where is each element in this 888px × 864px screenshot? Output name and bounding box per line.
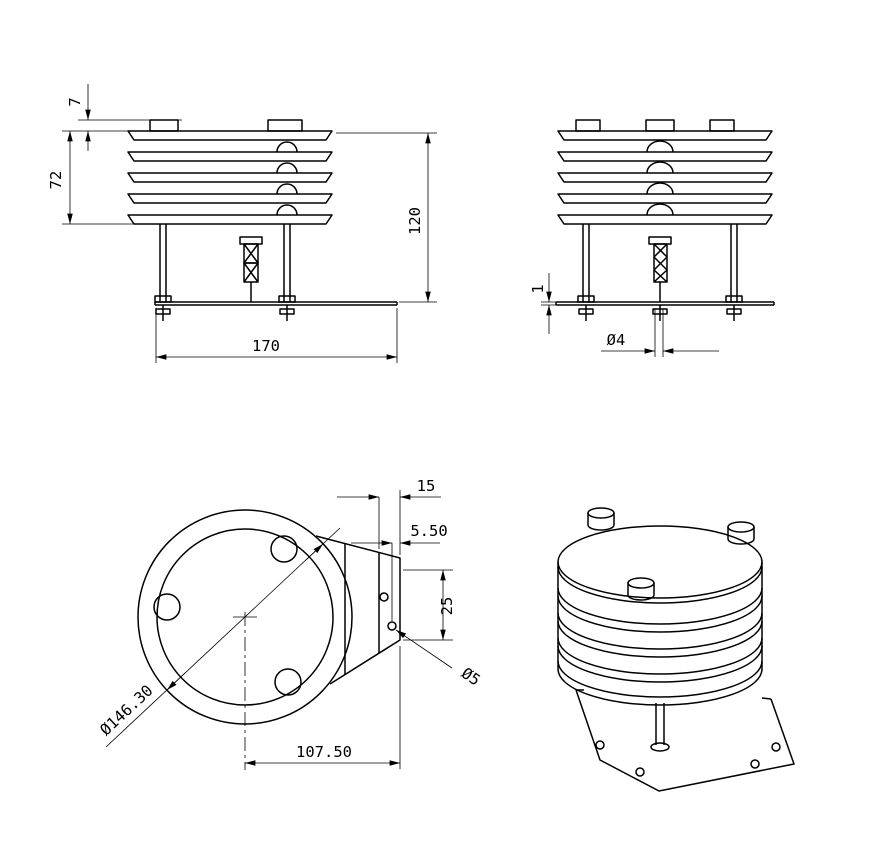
dim-label-mount-hole-diameter: Ø4 <box>607 331 626 349</box>
side-shield-louvers <box>557 119 773 225</box>
bottom-view: 15 5.50 25 Ø5 Ø146.30 107.50 <box>97 477 484 770</box>
front-shield-louvers <box>127 119 333 225</box>
dim-label-center-to-tab-edge: 107.50 <box>296 743 352 761</box>
front-sensor <box>239 236 263 302</box>
dim-label-overall-height: 120 <box>406 207 424 235</box>
side-sensor <box>648 236 672 302</box>
isometric-view <box>557 507 795 792</box>
iso-shield <box>557 525 763 706</box>
dim-label-plate-diameter: Ø146.30 <box>97 681 157 739</box>
bottom-dimensions: 15 5.50 25 Ø5 Ø146.30 107.50 <box>97 477 484 770</box>
side-dimensions: 1 Ø4 <box>529 273 719 357</box>
side-view: 1 Ø4 <box>529 119 775 357</box>
bottom-plate-outline <box>137 509 401 725</box>
front-view: 7 72 120 170 <box>47 84 437 363</box>
side-base-plate <box>555 301 775 306</box>
dim-label-base-width: 170 <box>252 337 280 355</box>
dim-label-base-plate-thickness: 1 <box>529 284 547 293</box>
dim-label-louver-stack-height: 72 <box>47 171 65 190</box>
dim-label-hole-edge-offset: 5.50 <box>410 522 447 540</box>
iso-base-plate <box>575 689 795 792</box>
iso-knobs <box>587 507 755 601</box>
side-legs <box>577 224 743 321</box>
dim-label-tab-flat-width: 15 <box>417 477 436 495</box>
front-base-plate <box>154 301 398 306</box>
dim-label-hole-spacing: 25 <box>438 597 456 616</box>
front-legs <box>154 224 296 321</box>
dim-label-knob-height: 7 <box>66 97 84 106</box>
front-dimensions: 7 72 120 170 <box>47 84 437 363</box>
dim-label-tab-hole-diameter: Ø5 <box>458 664 484 689</box>
